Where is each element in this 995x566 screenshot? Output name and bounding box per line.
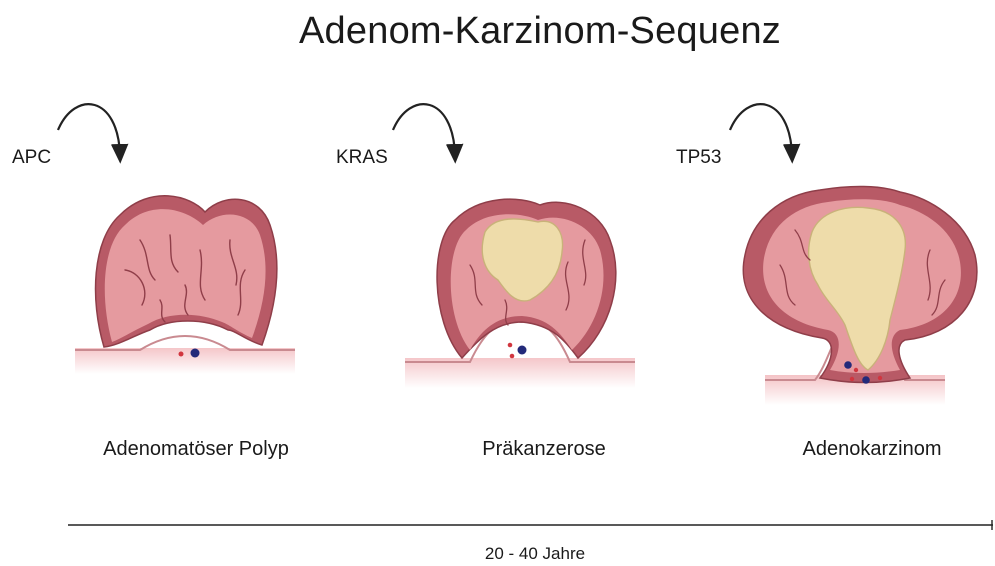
- stage-label-adenomatous-polyp: Adenomatöser Polyp: [66, 438, 326, 461]
- mutation-arrow-tp53: [730, 104, 792, 155]
- mutation-arrow-apc: [58, 104, 120, 155]
- polyp-precancerous-illustration: [405, 199, 635, 388]
- polyp-adenomatous-illustration: [75, 196, 295, 374]
- stage-label-precancerous: Präkanzerose: [414, 438, 674, 461]
- gene-label-apc: APC: [12, 147, 51, 169]
- mutation-arrow-kras: [393, 104, 455, 155]
- gene-label-tp53: TP53: [676, 147, 721, 169]
- stage-label-adenocarcinoma: Adenokarzinom: [742, 438, 995, 461]
- gene-label-kras: KRAS: [336, 147, 388, 169]
- timeline-label: 20 - 40 Jahre: [400, 544, 670, 564]
- adenocarcinoma-illustration: [743, 186, 977, 405]
